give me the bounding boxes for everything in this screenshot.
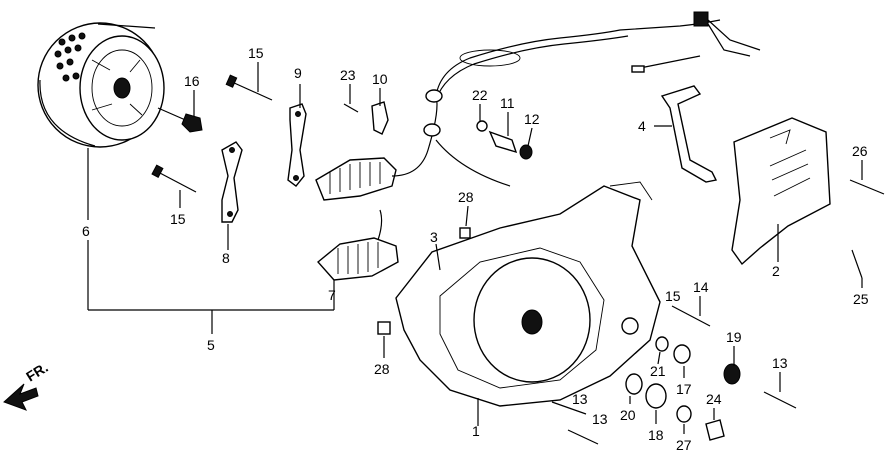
bracket-8: [221, 141, 243, 223]
dowel-pins: [377, 227, 471, 335]
callout-3: 3: [430, 229, 438, 245]
callout-20: 20: [620, 407, 636, 423]
callout-22: 22: [472, 87, 488, 103]
leader-lines: [87, 62, 863, 434]
callout-5: 5: [207, 337, 215, 353]
callout-9: 9: [294, 65, 302, 81]
bolt-lower: [151, 164, 197, 193]
flywheel-bolt: [157, 107, 203, 133]
callout-19: 19: [726, 329, 742, 345]
sprocket-cover: [731, 117, 831, 266]
callout-18: 18: [648, 427, 664, 443]
callout-13-left-upper: 13: [572, 391, 588, 407]
callout-16: 16: [184, 73, 200, 89]
callout-15-top: 15: [248, 45, 264, 61]
callout-27: 27: [676, 437, 692, 453]
callout-28-upper: 28: [458, 189, 474, 205]
wire-harness: [423, 11, 761, 187]
callout-13-right: 13: [772, 355, 788, 371]
flywheel-rotor: [37, 22, 165, 148]
callout-1: 1: [472, 423, 480, 439]
callout-15-right: 15: [665, 288, 681, 304]
callout-11: 11: [500, 95, 515, 111]
callout-17: 17: [676, 381, 692, 397]
callout-21: 21: [650, 363, 666, 379]
cover-bolts: [849, 179, 885, 279]
crankcase-cover: [395, 181, 661, 407]
callout-14: 14: [693, 279, 709, 295]
callout-24: 24: [706, 391, 722, 407]
stator-coil: [316, 209, 399, 281]
callout-12: 12: [524, 111, 540, 127]
callout-25: 25: [853, 291, 869, 307]
bolt-top: [225, 74, 273, 101]
plugs-and-seals: [551, 305, 797, 445]
callout-8: 8: [222, 250, 230, 266]
shift-arm: [660, 85, 718, 183]
callout-26: 26: [852, 143, 868, 159]
callout-10: 10: [372, 71, 388, 87]
callout-2: 2: [772, 263, 780, 279]
callout-28-lower: 28: [374, 361, 390, 377]
neutral-switch-parts: [476, 120, 533, 160]
callout-4: 4: [638, 118, 646, 134]
callout-15-lower: 15: [170, 211, 186, 227]
callout-13-left-lower: 13: [592, 411, 608, 427]
wire-clamp: [343, 101, 389, 135]
callout-6: 6: [82, 223, 90, 239]
callout-23: 23: [340, 67, 356, 83]
front-direction-label: FR.: [23, 359, 51, 385]
bracket-9: [287, 103, 307, 187]
callout-7: 7: [328, 287, 336, 303]
pulser-coil: [315, 95, 438, 201]
front-direction-arrow: [3, 383, 39, 411]
